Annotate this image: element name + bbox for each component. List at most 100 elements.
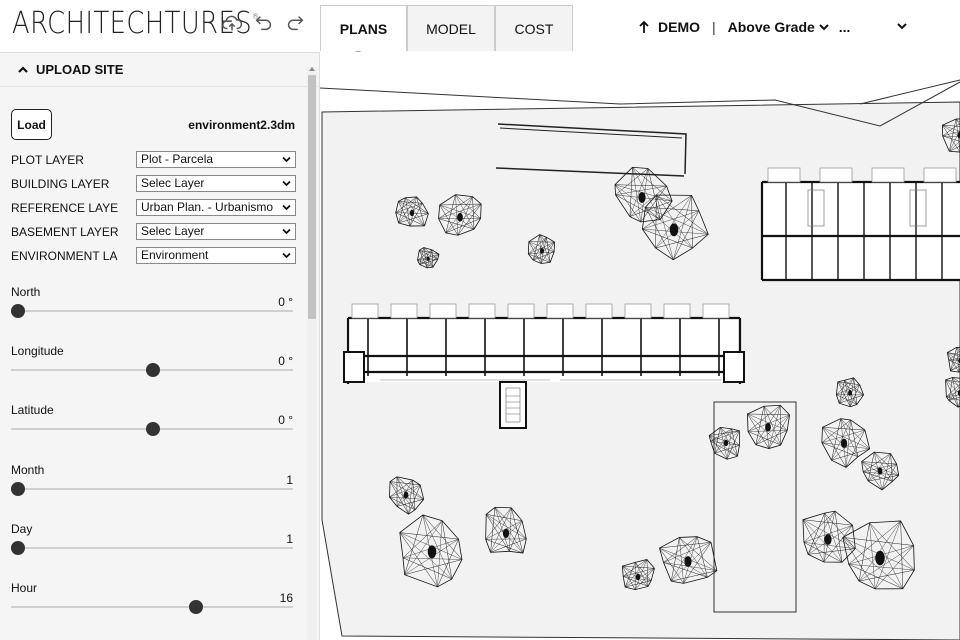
- tree-edge: [539, 234, 542, 264]
- tree-edge: [528, 241, 555, 252]
- tree-edge: [834, 511, 843, 563]
- site-plan-drawing[interactable]: [320, 0, 960, 640]
- tree-edge: [726, 430, 740, 460]
- tree-edge: [625, 559, 648, 588]
- layer-select[interactable]: Selec Layer: [136, 223, 296, 240]
- tree-edge: [868, 453, 891, 482]
- tree-edge: [747, 413, 790, 416]
- scroll-up-icon[interactable]: [309, 67, 315, 71]
- scrollbar-thumb[interactable]: [308, 75, 316, 319]
- slider-track[interactable]: [11, 606, 293, 608]
- tree-edge: [416, 196, 425, 226]
- tab-model[interactable]: MODEL: [407, 5, 495, 51]
- slider-track[interactable]: [11, 547, 293, 549]
- tree-trunk: [635, 573, 641, 581]
- chevron-down-icon: [282, 156, 291, 163]
- tree-edge: [455, 194, 475, 230]
- slider-label: Month: [11, 463, 45, 477]
- balcony: [585, 303, 613, 319]
- balcony: [702, 303, 730, 319]
- tree-edge: [402, 557, 462, 560]
- tree-edge: [539, 234, 551, 263]
- tree-edge: [486, 514, 527, 539]
- load-button[interactable]: Load: [11, 109, 52, 140]
- layer-label: BUILDING LAYER: [11, 177, 110, 191]
- balcony: [390, 303, 418, 319]
- tree-trunk: [723, 439, 729, 447]
- slider-thumb[interactable]: [189, 600, 204, 614]
- layer-select-value: Urban Plan. - Urbanismo: [141, 200, 274, 214]
- tree-edge: [615, 168, 649, 196]
- chevron-down-icon: [282, 228, 291, 235]
- slider-track[interactable]: [11, 310, 293, 312]
- more-options[interactable]: ...: [838, 19, 851, 35]
- layer-select[interactable]: Selec Layer: [136, 175, 296, 192]
- tree-edge: [709, 430, 740, 436]
- tree-edge: [836, 384, 860, 395]
- slider-thumb[interactable]: [11, 541, 25, 555]
- tree: [614, 166, 673, 223]
- tree-edge: [438, 196, 473, 219]
- tree-edge: [615, 184, 667, 187]
- separator: |: [712, 19, 716, 35]
- undo-icon[interactable]: [253, 12, 275, 34]
- tree-edge: [398, 196, 417, 224]
- tree-edge: [673, 210, 700, 260]
- level-select[interactable]: Above Grade: [728, 19, 829, 35]
- redo-icon[interactable]: [284, 12, 306, 34]
- tree-edge: [755, 414, 790, 445]
- tree-edge: [390, 481, 421, 486]
- tree-edge: [439, 203, 482, 206]
- upload-cloud-icon[interactable]: [221, 12, 243, 34]
- slider-thumb[interactable]: [146, 363, 160, 377]
- panel-scrollbar[interactable]: [307, 67, 317, 640]
- tree-edge: [642, 210, 699, 230]
- tree-edge: [858, 545, 914, 582]
- tree: [747, 404, 791, 449]
- arrow-up-icon[interactable]: [638, 20, 650, 34]
- tree-trunk: [877, 467, 883, 475]
- layer-select[interactable]: Plot - Parcela: [136, 151, 296, 168]
- tree-edge: [831, 419, 851, 461]
- tree-edge: [629, 185, 667, 217]
- slider-thumb[interactable]: [11, 482, 25, 496]
- tree-edge: [395, 203, 423, 213]
- tree-edge: [850, 419, 859, 457]
- tree-edge: [419, 250, 434, 268]
- tree-edge: [642, 228, 693, 249]
- tree-edge: [950, 363, 960, 372]
- plan-canvas[interactable]: PLANS MODEL COST DEMO | Above Grade ...: [320, 0, 960, 640]
- slider-label: Hour: [11, 581, 38, 595]
- chevron-down-icon[interactable]: [896, 21, 908, 31]
- tree-edge: [955, 118, 960, 126]
- tree-edge: [946, 396, 960, 401]
- layer-select[interactable]: Urban Plan. - Urbanismo: [136, 199, 296, 216]
- tree: [527, 234, 555, 264]
- tree-edge: [831, 418, 841, 461]
- tab-cost[interactable]: COST: [495, 5, 573, 51]
- tree-edge: [412, 480, 416, 510]
- layer-select[interactable]: Environment: [136, 247, 296, 264]
- tree: [641, 194, 709, 261]
- tree-edge: [942, 135, 960, 142]
- upload-site-header[interactable]: UPLOAD SITE: [0, 53, 319, 87]
- tab-plans[interactable]: PLANS: [320, 5, 407, 51]
- tree-edge: [396, 499, 424, 507]
- tree-edge: [763, 406, 781, 446]
- tree-edge: [755, 406, 765, 445]
- tree-edge: [845, 419, 851, 468]
- tree-edge: [540, 241, 555, 264]
- tree-edge: [850, 384, 860, 407]
- tree-edge: [642, 195, 692, 230]
- tree-edge: [850, 377, 854, 407]
- tree-outline: [527, 234, 555, 264]
- slider-track[interactable]: [11, 488, 293, 490]
- slider-thumb[interactable]: [11, 304, 25, 318]
- tree-outline: [614, 166, 673, 223]
- slider-thumb[interactable]: [146, 422, 160, 436]
- tree-trunk: [409, 209, 415, 217]
- slider-label: Day: [11, 522, 33, 536]
- building-walls: [760, 180, 960, 282]
- project-name[interactable]: DEMO: [658, 19, 700, 35]
